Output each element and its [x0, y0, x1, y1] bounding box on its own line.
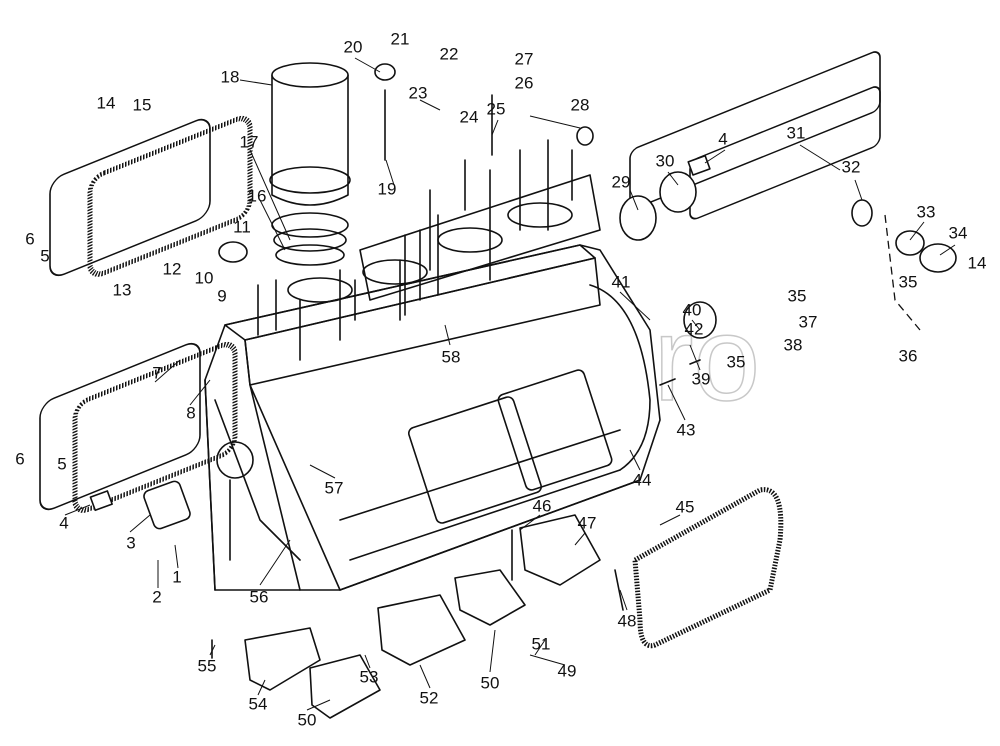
callout-label: 7: [152, 363, 161, 382]
callout-label: 38: [784, 335, 803, 354]
callout-label: 20: [344, 37, 363, 56]
callout-label: 36: [899, 346, 918, 365]
cylinder-liner: [269, 62, 351, 266]
callout-label: 50: [481, 673, 500, 692]
leader-lines: [64, 57, 956, 711]
cylinder-block: [204, 139, 661, 591]
callout-label: 33: [917, 202, 936, 221]
callout-label: 2: [152, 587, 161, 606]
callout-label: 19: [378, 179, 397, 198]
callout-label: 53: [360, 667, 379, 686]
callout-label: 39: [692, 369, 711, 388]
callout-label: 4: [59, 513, 68, 532]
callout-label: 35: [727, 352, 746, 371]
callout-label: 14: [97, 93, 116, 112]
callout-label: 45: [676, 497, 695, 516]
callout-label: 18: [221, 67, 240, 86]
callout-label: 5: [40, 246, 49, 265]
callout-label: 25: [487, 99, 506, 118]
callout-label: 1: [172, 567, 181, 586]
callout-label: 5: [57, 454, 66, 473]
callout-label: 49: [558, 661, 577, 680]
callout-label: 31: [787, 123, 806, 142]
callout-label: 58: [442, 347, 461, 366]
callout-label: 41: [612, 272, 631, 291]
callout-label: 11: [233, 217, 251, 236]
callout-label: 3: [126, 533, 135, 552]
callout-label: 14: [968, 253, 987, 272]
callout-label: 28: [571, 95, 590, 114]
callout-label: 46: [533, 496, 552, 515]
callout-label: 43: [677, 420, 696, 439]
callout-label: 42: [685, 319, 704, 338]
callout-label: 55: [198, 656, 217, 675]
callout-label: 29: [612, 172, 631, 191]
callout-label: 54: [249, 694, 268, 713]
callout-label: 4: [718, 129, 727, 148]
callout-label: 21: [391, 29, 410, 48]
callout-label: 48: [618, 611, 637, 630]
callout-label: 44: [633, 470, 652, 489]
callout-label: 13: [113, 280, 132, 299]
callout-label: 12: [163, 259, 182, 278]
callout-label: 26: [515, 73, 534, 92]
callout-label: 40: [683, 300, 702, 319]
callout-label: 56: [250, 587, 269, 606]
callout-label: 23: [409, 83, 428, 102]
callout-label: 6: [25, 229, 34, 248]
callout-label: 34: [949, 223, 968, 242]
callout-label: 50: [298, 710, 317, 729]
callout-label: 30: [656, 151, 675, 170]
callout-label: 32: [842, 157, 861, 176]
callout-label: 37: [799, 312, 818, 331]
callout-label: 15: [133, 95, 152, 114]
callout-label: 24: [460, 107, 479, 126]
callout-label: 35: [788, 286, 807, 305]
callout-label: 27: [515, 49, 534, 68]
callout-labels: 14 15 6 5 13 12 11 10 9 18 17 16 20 21 1…: [15, 29, 986, 729]
callout-label: 16: [248, 186, 267, 205]
callout-label: 51: [532, 634, 551, 653]
callout-label: 9: [217, 286, 226, 305]
callout-label: 6: [15, 449, 24, 468]
side-covers: [39, 51, 921, 649]
callout-label: 17: [240, 132, 259, 151]
callout-label: 35: [899, 272, 918, 291]
callout-label: 22: [440, 44, 459, 63]
callout-label: 8: [186, 403, 195, 422]
small-parts: [89, 63, 957, 719]
callout-label: 57: [325, 478, 344, 497]
callout-label: 47: [578, 513, 597, 532]
callout-label: 52: [420, 688, 439, 707]
callout-label: 10: [195, 268, 214, 287]
